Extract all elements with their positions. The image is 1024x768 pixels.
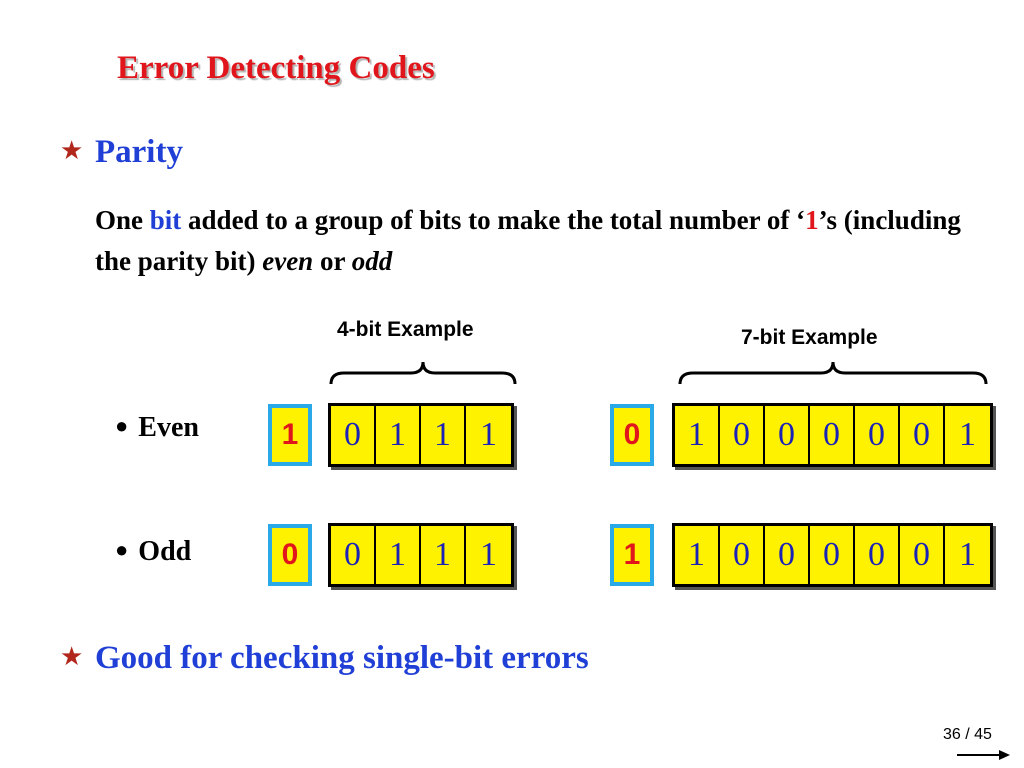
bullet-parity: Parity <box>95 134 183 170</box>
next-slide-arrow-icon[interactable] <box>955 748 1013 762</box>
bit-cell: 0 <box>720 406 765 464</box>
even-row-label: ●Even <box>115 412 199 443</box>
odd-7bit-parity-bit: 1 <box>610 524 654 586</box>
slide-title: Error Detecting Codes <box>117 50 435 86</box>
star-bullet-icon: ★ <box>60 642 84 671</box>
four-bit-brace <box>329 361 517 385</box>
bit-cell: 0 <box>900 406 945 464</box>
odd-7bit-data: 1 0 0 0 0 0 1 <box>672 523 993 587</box>
bit-cell: 0 <box>810 526 855 584</box>
page-number: 36 / 45 <box>943 726 992 743</box>
bullet-dot-icon: ● <box>115 537 129 562</box>
bullet-dot-icon: ● <box>115 413 129 438</box>
even-7bit-parity-bit: 0 <box>610 404 654 466</box>
bullet-single-bit-errors: Good for checking single-bit errors <box>95 640 589 676</box>
odd-4bit-data: 0 1 1 1 <box>328 523 514 587</box>
bit-cell: 1 <box>421 406 466 464</box>
bit-cell: 1 <box>376 406 421 464</box>
odd-4bit-parity-bit: 0 <box>268 524 312 586</box>
bit-cell: 0 <box>855 406 900 464</box>
four-bit-example-label: 4-bit Example <box>337 318 474 341</box>
bit-cell: 1 <box>480 536 497 573</box>
bit-cell: 1 <box>959 536 976 573</box>
bit-cell: 0 <box>331 406 376 464</box>
bit-cell: 0 <box>810 406 855 464</box>
bit-cell: 1 <box>421 526 466 584</box>
even-4bit-data: 0 1 1 1 <box>328 403 514 467</box>
seven-bit-example-label: 7-bit Example <box>741 326 878 349</box>
parity-description: One bit added to a group of bits to make… <box>95 205 961 276</box>
seven-bit-brace <box>678 361 988 385</box>
bit-cell: 1 <box>675 526 720 584</box>
bit-cell: 0 <box>331 526 376 584</box>
star-bullet-icon: ★ <box>60 136 84 165</box>
odd-row-label: ●Odd <box>115 536 192 567</box>
bit-cell: 1 <box>480 416 497 453</box>
even-7bit-data: 1 0 0 0 0 0 1 <box>672 403 993 467</box>
bit-cell: 0 <box>765 526 810 584</box>
bit-cell: 0 <box>855 526 900 584</box>
even-4bit-parity-bit: 1 <box>268 404 312 466</box>
bit-cell: 0 <box>720 526 765 584</box>
bit-cell: 0 <box>765 406 810 464</box>
bit-cell: 0 <box>900 526 945 584</box>
bit-cell: 1 <box>376 526 421 584</box>
bit-cell: 1 <box>675 406 720 464</box>
bit-cell: 1 <box>959 416 976 453</box>
